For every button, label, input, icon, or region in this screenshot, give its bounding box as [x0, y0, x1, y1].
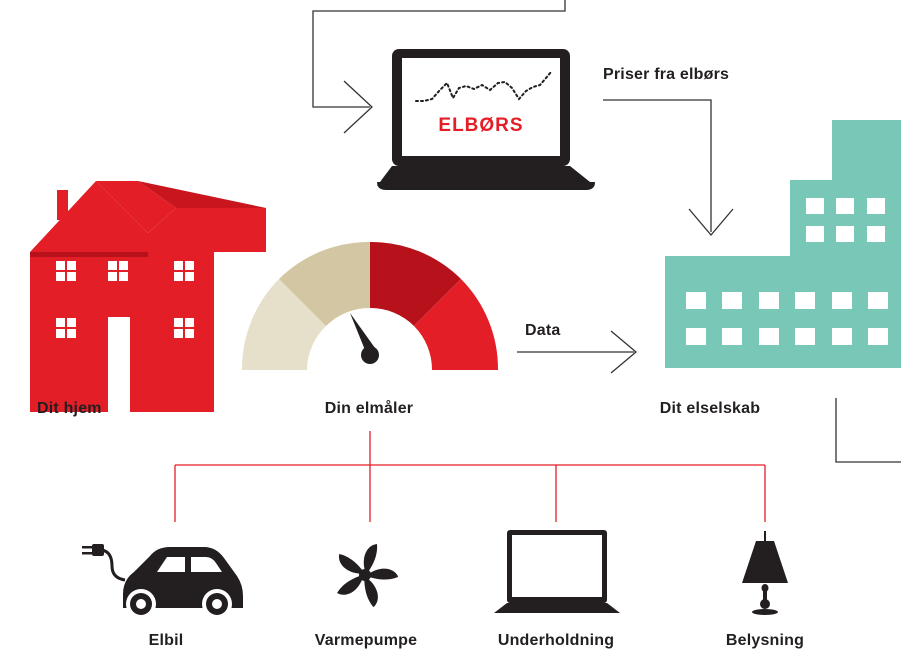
house-icon — [30, 181, 266, 412]
data-arrow — [517, 330, 638, 374]
device-connectors — [174, 431, 766, 522]
data-label: Data — [525, 322, 561, 339]
meter-needle — [350, 313, 379, 364]
device-label-elbil: Elbil — [148, 632, 184, 649]
home-label: Dit hjem — [37, 400, 102, 417]
prices-label: Priser fra elbørs — [603, 66, 730, 83]
price-graph-line — [415, 71, 552, 102]
device-label-belysning: Belysning — [725, 632, 805, 649]
laptop-screen-text: ELBØRS — [438, 115, 523, 136]
lamp-icon — [742, 531, 788, 615]
device-label-varmepumpe: Varmepumpe — [314, 632, 418, 649]
return-line — [835, 398, 901, 463]
company-building-icon — [665, 120, 901, 368]
entertainment-laptop-icon — [494, 530, 620, 613]
meter-gauge-icon — [241, 241, 499, 370]
loop-arrow-to-laptop — [312, 0, 566, 134]
prices-arrow — [603, 99, 734, 237]
electric-car-icon — [82, 544, 243, 619]
heat-pump-fan-icon — [337, 544, 399, 608]
meter-label: Din elmåler — [324, 400, 414, 417]
elbors-laptop: ELBØRS — [377, 49, 595, 190]
company-label: Dit elselskab — [659, 400, 761, 417]
device-label-underholdning: Underholdning — [497, 632, 615, 649]
